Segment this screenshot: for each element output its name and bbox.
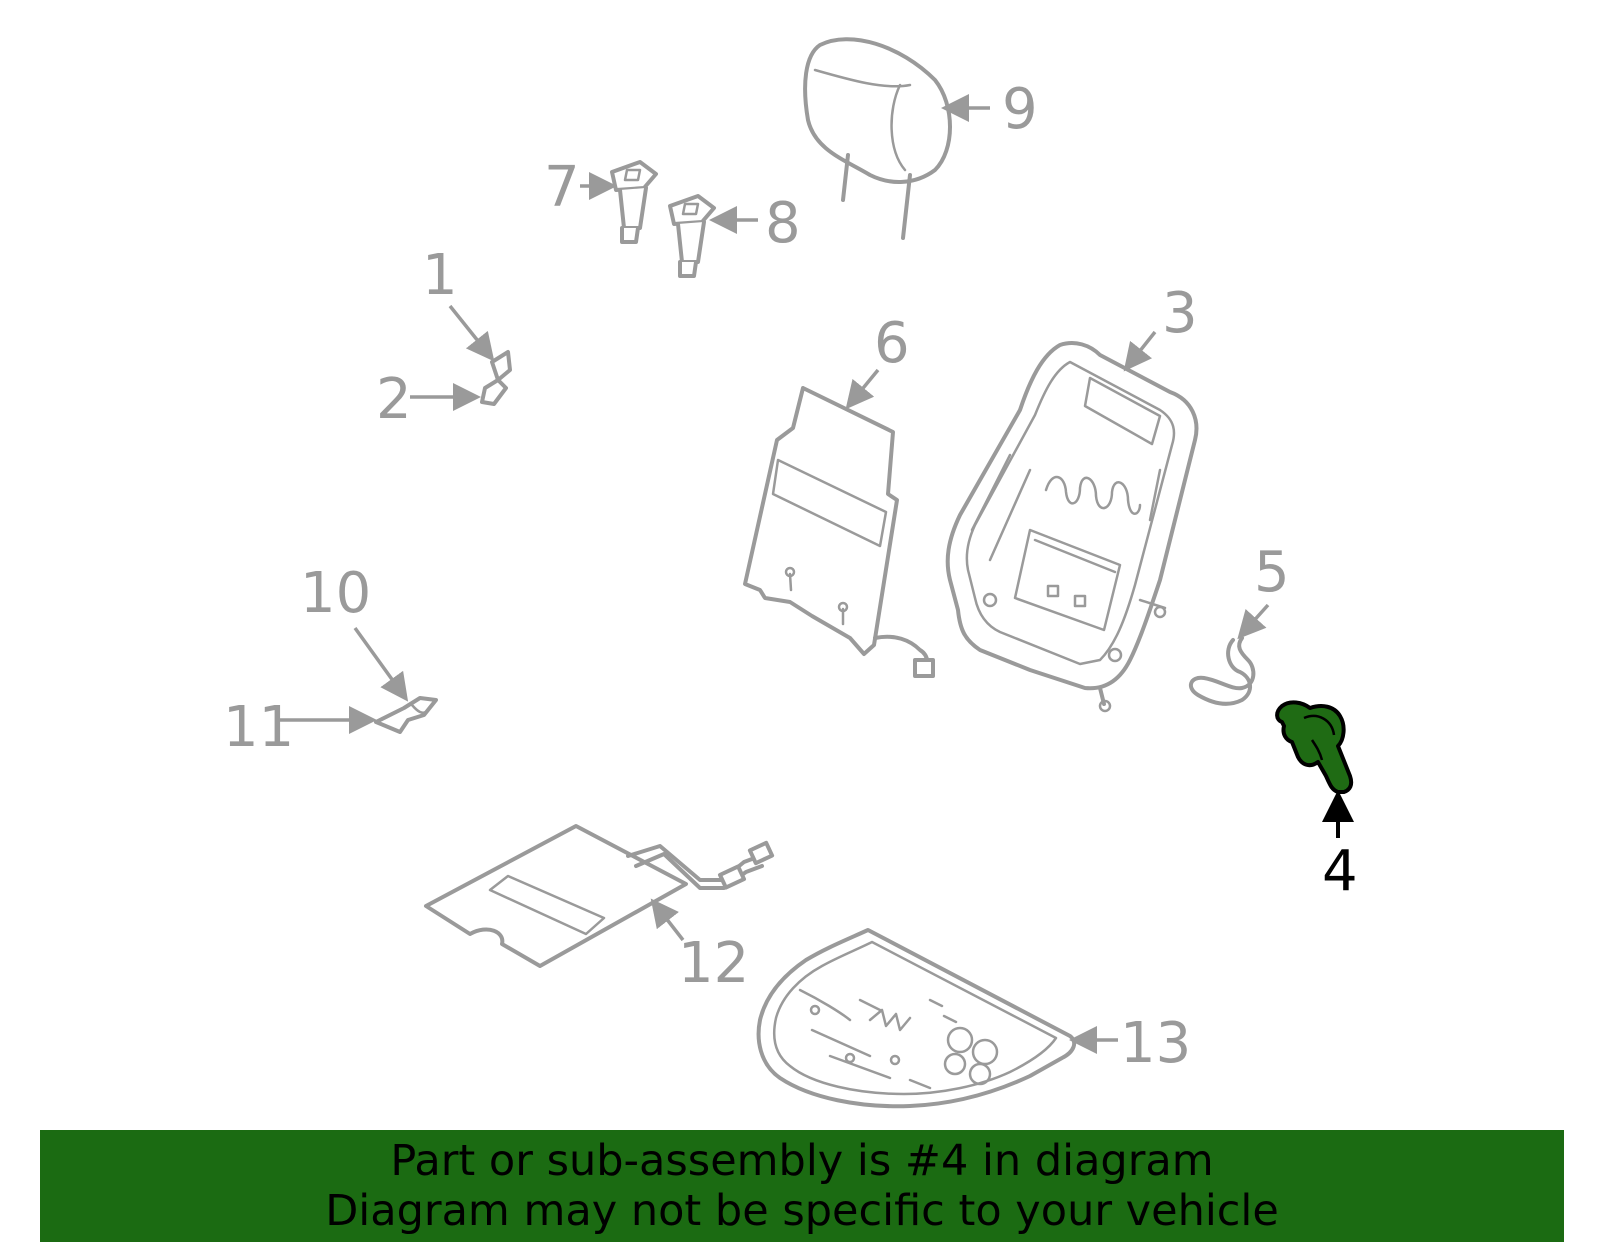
callout-7: 7 [544,155,580,220]
callout-8: 8 [765,191,801,256]
leader-10 [353,626,409,702]
clip-part-1-2 [480,350,512,406]
callout-9: 9 [1002,77,1038,142]
leader-1 [448,304,495,362]
callout-6: 6 [874,311,910,376]
headrest-guide-part-8 [668,194,716,278]
callout-10: 10 [300,561,371,626]
callout-3: 3 [1162,281,1198,346]
banner-line-part-number: Part or sub-assembly is #4 in diagram [390,1136,1214,1186]
headrest-guide-part-7 [610,160,658,244]
wire-hook-part [1188,636,1256,706]
leader-3 [1123,330,1157,372]
leader-5 [1237,603,1270,640]
seat-cushion-pan-part [756,928,1077,1109]
callout-12: 12 [678,931,749,996]
headrest-part [803,37,952,240]
info-banner: Part or sub-assembly is #4 in diagram Di… [40,1130,1564,1242]
callout-11: 11 [223,695,294,760]
callout-1: 1 [422,243,458,308]
seatback-panel-part [743,386,935,678]
callout-4: 4 [1322,839,1358,904]
banner-line-disclaimer: Diagram may not be specific to your vehi… [325,1186,1279,1236]
highlighted-part-4 [1275,700,1354,794]
bracket-part-10-11 [374,696,438,734]
callout-5: 5 [1254,540,1290,605]
callout-13: 13 [1120,1011,1191,1076]
seatback-frame-part [945,341,1199,713]
leader-12 [650,898,685,942]
callout-2: 2 [376,367,412,432]
leader-6 [845,368,880,410]
cushion-heater-pad-part [424,824,775,968]
